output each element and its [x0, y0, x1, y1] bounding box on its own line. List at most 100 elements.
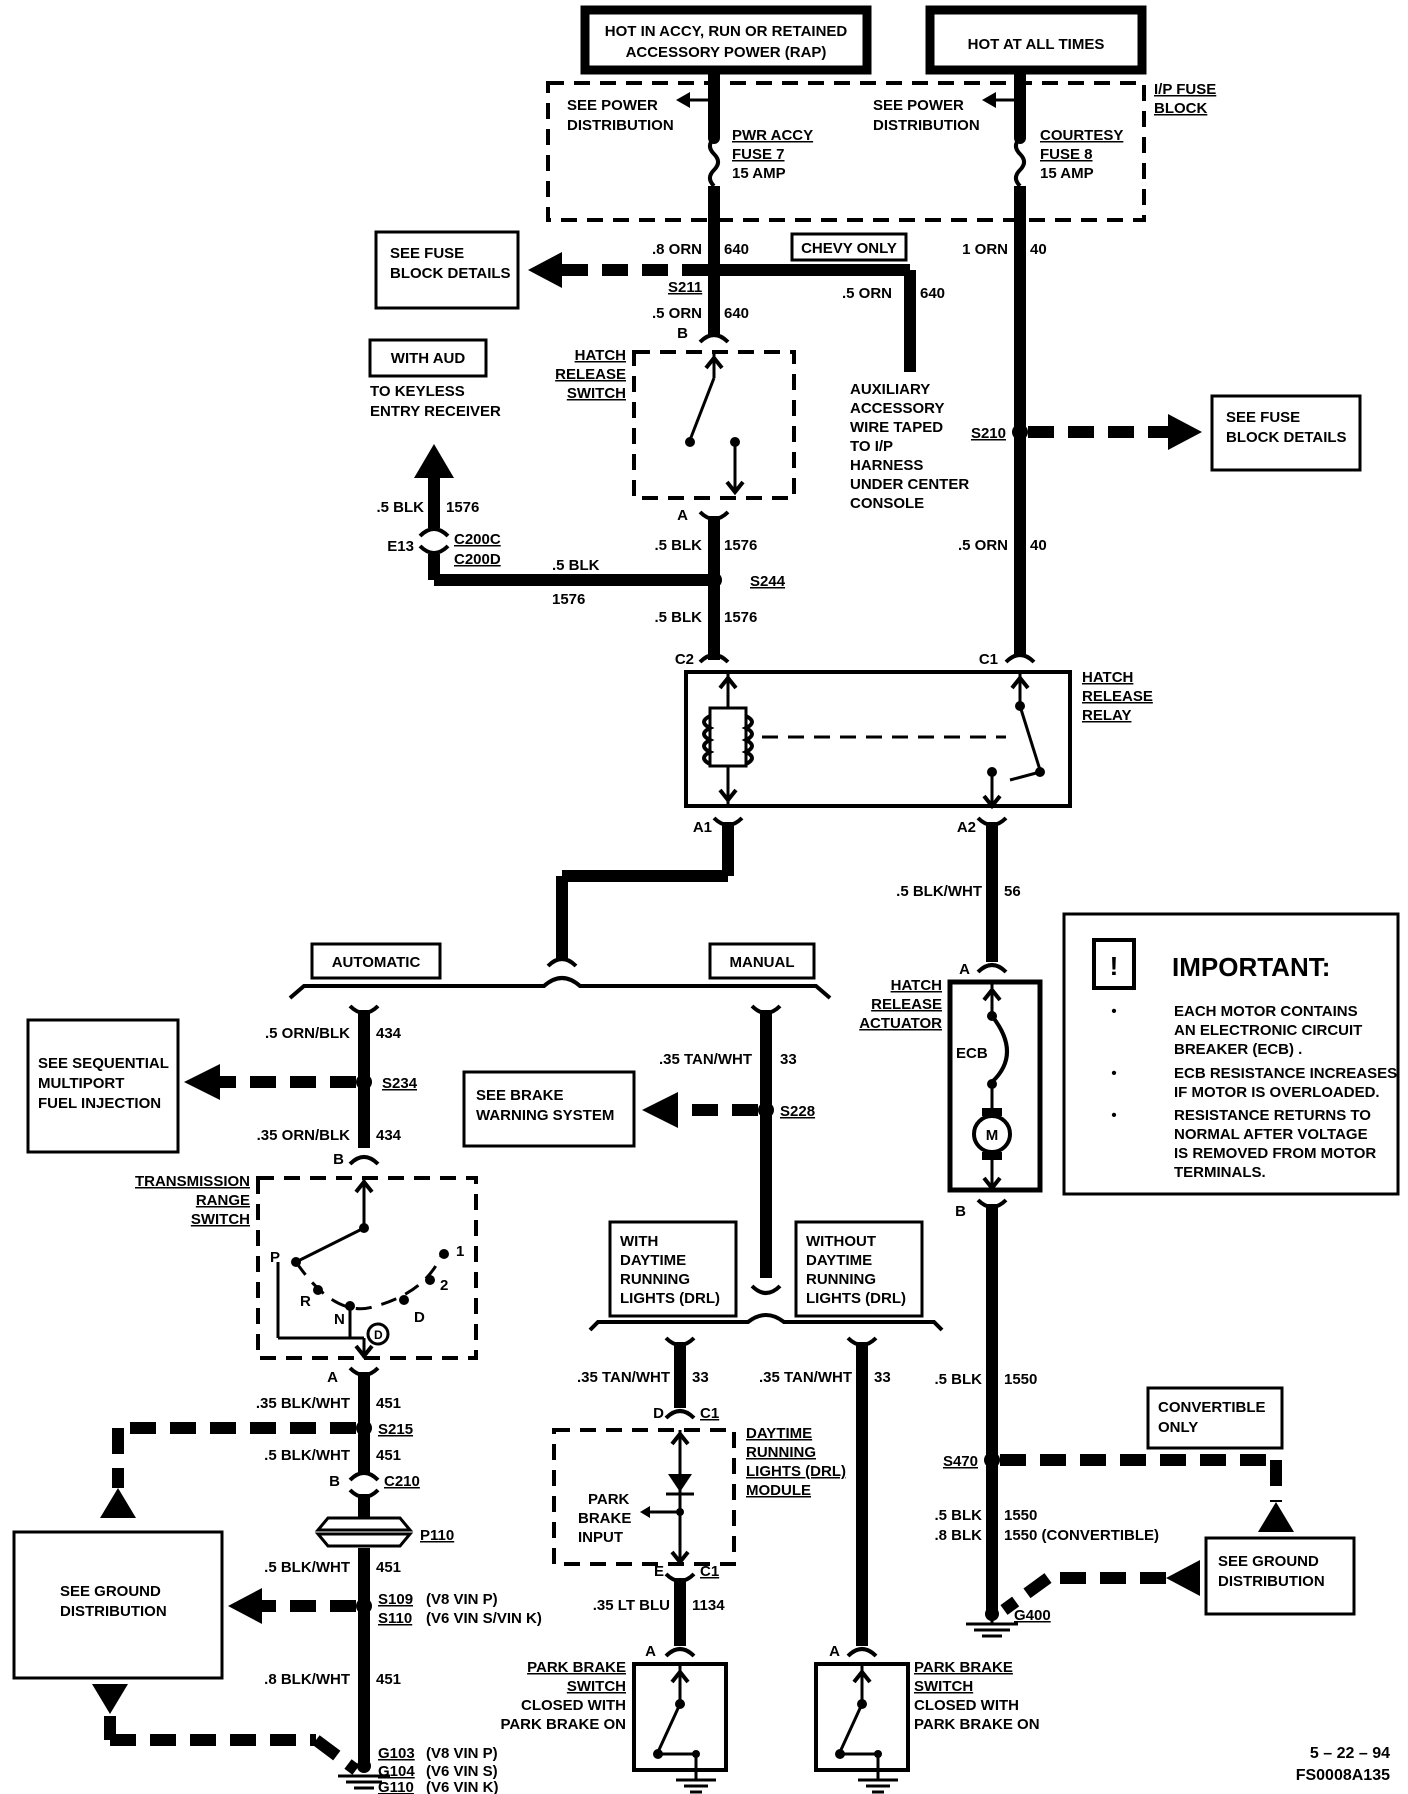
see-power-1-line2: DISTRIBUTION — [567, 117, 674, 134]
aux-line7: CONSOLE — [850, 495, 924, 512]
pbs-left-pin-a: A — [645, 1643, 656, 1660]
relay-pin-a2: A2 — [957, 819, 976, 836]
wire-label-35tanwht-c: .35 TAN/WHT — [759, 1369, 852, 1386]
connector-c200d: C200D — [454, 551, 501, 568]
trs-pin-b: B — [333, 1151, 344, 1168]
trs-label-3: SWITCH — [191, 1211, 250, 1228]
drl-without-line3: RUNNING — [806, 1271, 876, 1288]
important-b3-line1: RESISTANCE RETURNS TO — [1174, 1107, 1371, 1124]
pbs-left-line4: PARK BRAKE ON — [500, 1716, 626, 1733]
power-box-hot-all-times: HOT AT ALL TIMES — [925, 5, 1147, 75]
wire-label-33a: 33 — [780, 1051, 797, 1068]
wire-label-35tanwht-a: .35 TAN/WHT — [659, 1051, 752, 1068]
important-icon-glyph: ! — [1110, 951, 1119, 981]
pbs-left-line1: PARK BRAKE — [527, 1659, 626, 1676]
drl-diode — [668, 1474, 692, 1492]
drl-with-line4: LIGHTS (DRL) — [620, 1290, 720, 1307]
pbs-left-line3: CLOSED WITH — [521, 1697, 626, 1714]
wire-label-5blkwht-a: .5 BLK/WHT — [264, 1447, 350, 1464]
splice-s234: S234 — [382, 1075, 418, 1092]
g110-note: (V6 VIN K) — [426, 1779, 499, 1794]
actuator-label-2: RELEASE — [871, 996, 942, 1013]
wire-label-1576d: 1576 — [552, 591, 585, 608]
power-box-accy-line1: HOT IN ACCY, RUN OR RETAINED — [605, 23, 848, 40]
wire-label-1576a: 1576 — [446, 499, 479, 516]
connector-c200c: C200C — [454, 531, 501, 548]
with-aud-label: WITH AUD — [391, 350, 466, 367]
aux-line3: WIRE TAPED — [850, 419, 943, 436]
ecb-label: ECB — [956, 1045, 988, 1062]
ground-left-line2: DISTRIBUTION — [60, 1603, 167, 1620]
wire-label-1134: 1134 — [692, 1597, 725, 1614]
relay-label-2: RELEASE — [1082, 688, 1153, 705]
g103-note: (V8 VIN P) — [426, 1745, 498, 1762]
wire-label-434b: 434 — [376, 1127, 402, 1144]
wire-label-blkwht-56: .5 BLK/WHT — [896, 883, 982, 900]
wire-label-640a: 640 — [724, 241, 749, 258]
splice-s244: S244 — [750, 573, 786, 590]
drl-pin-d: D — [653, 1405, 664, 1422]
trs-pos-1: 1 — [456, 1243, 464, 1260]
drl-mod-line4: MODULE — [746, 1482, 811, 1499]
wire-label-451d: 451 — [376, 1671, 401, 1688]
relay-label-3: RELAY — [1082, 707, 1131, 724]
wire-label-act-5blk: .5 BLK — [934, 1371, 982, 1388]
wire-label-33c: 33 — [874, 1369, 891, 1386]
wire-label-1orn: 1 ORN — [962, 241, 1008, 258]
drl-with-line2: DAYTIME — [620, 1252, 686, 1269]
splice-s110: S110 — [378, 1610, 412, 1627]
pin-b-1: B — [677, 325, 688, 342]
actuator-label-3: ACTUATOR — [859, 1015, 942, 1032]
keyless-line1: TO KEYLESS — [370, 383, 465, 400]
drl-without-line4: LIGHTS (DRL) — [806, 1290, 906, 1307]
connector-e13: E13 — [387, 538, 414, 555]
wire-label-640b: 640 — [724, 305, 749, 322]
fuse-details-left-line2: BLOCK DETAILS — [390, 265, 511, 282]
wire-label-451c: 451 — [376, 1559, 401, 1576]
see-power-1-line1: SEE POWER — [567, 97, 658, 114]
s110-note: (V6 VIN S/VIN K) — [426, 1610, 542, 1627]
wire-label-8blkwht: .8 BLK/WHT — [264, 1671, 350, 1688]
motor-label: M — [986, 1127, 999, 1144]
transmission-range-switch[interactable] — [256, 1176, 478, 1360]
fuse-details-right-line2: BLOCK DETAILS — [1226, 429, 1347, 446]
see-power-2-line2: DISTRIBUTION — [873, 117, 980, 134]
bullet-2: • — [1111, 1065, 1116, 1082]
pbs-right-line4: PARK BRAKE ON — [914, 1716, 1040, 1733]
drl-with-line3: RUNNING — [620, 1271, 690, 1288]
ground-right-line2: DISTRIBUTION — [1218, 1573, 1325, 1590]
actuator-pin-a: A — [959, 961, 970, 978]
pbs-left-line2: SWITCH — [567, 1678, 626, 1695]
wire-label-act-5blk-b: .5 BLK — [934, 1507, 982, 1524]
seq-line2: MULTIPORT — [38, 1075, 124, 1092]
fuse-details-left-line1: SEE FUSE — [390, 245, 464, 262]
trs-pin-a: A — [327, 1369, 338, 1386]
wire-label-1550a: 1550 — [1004, 1371, 1037, 1388]
convertible-line1: CONVERTIBLE — [1158, 1399, 1266, 1416]
wire-label-640c: 640 — [920, 285, 945, 302]
wire-label-8orn: .8 ORN — [652, 241, 702, 258]
s109-note: (V8 VIN P) — [426, 1591, 498, 1608]
important-b1-line2: AN ELECTRONIC CIRCUIT — [1174, 1022, 1362, 1039]
wire-label-5orn-a: .5 ORN — [652, 305, 702, 322]
drl-mod-line2: RUNNING — [746, 1444, 816, 1461]
power-box-accy-line2: ACCESSORY POWER (RAP) — [626, 44, 827, 61]
bullet-3: • — [1111, 1107, 1116, 1124]
ecb-bimetal — [990, 1014, 1009, 1084]
splice-s228: S228 — [780, 1103, 815, 1120]
splice-s470: S470 — [943, 1453, 978, 1470]
fuse-7-element — [708, 136, 720, 188]
ground-g104: G104 — [378, 1763, 415, 1780]
drl-mod-line3: LIGHTS (DRL) — [746, 1463, 846, 1480]
drl-module[interactable] — [552, 1428, 736, 1566]
fuse-block-label-2: BLOCK — [1154, 100, 1207, 117]
power-box-accy: HOT IN ACCY, RUN OR RETAINED ACCESSORY P… — [580, 5, 872, 75]
wire-label-ornblk-b: .35 ORN/BLK — [257, 1127, 351, 1144]
wire-label-5blk-b: .5 BLK — [654, 537, 702, 554]
pbs-right-line1: PARK BRAKE — [914, 1659, 1013, 1676]
wire-label-5orn-c: .5 ORN — [958, 537, 1008, 554]
trs-label-2: RANGE — [196, 1192, 250, 1209]
splice-s109: S109 — [378, 1591, 413, 1608]
hatch-switch-label-2: RELEASE — [555, 366, 626, 383]
wire-label-1576c: 1576 — [724, 609, 757, 626]
